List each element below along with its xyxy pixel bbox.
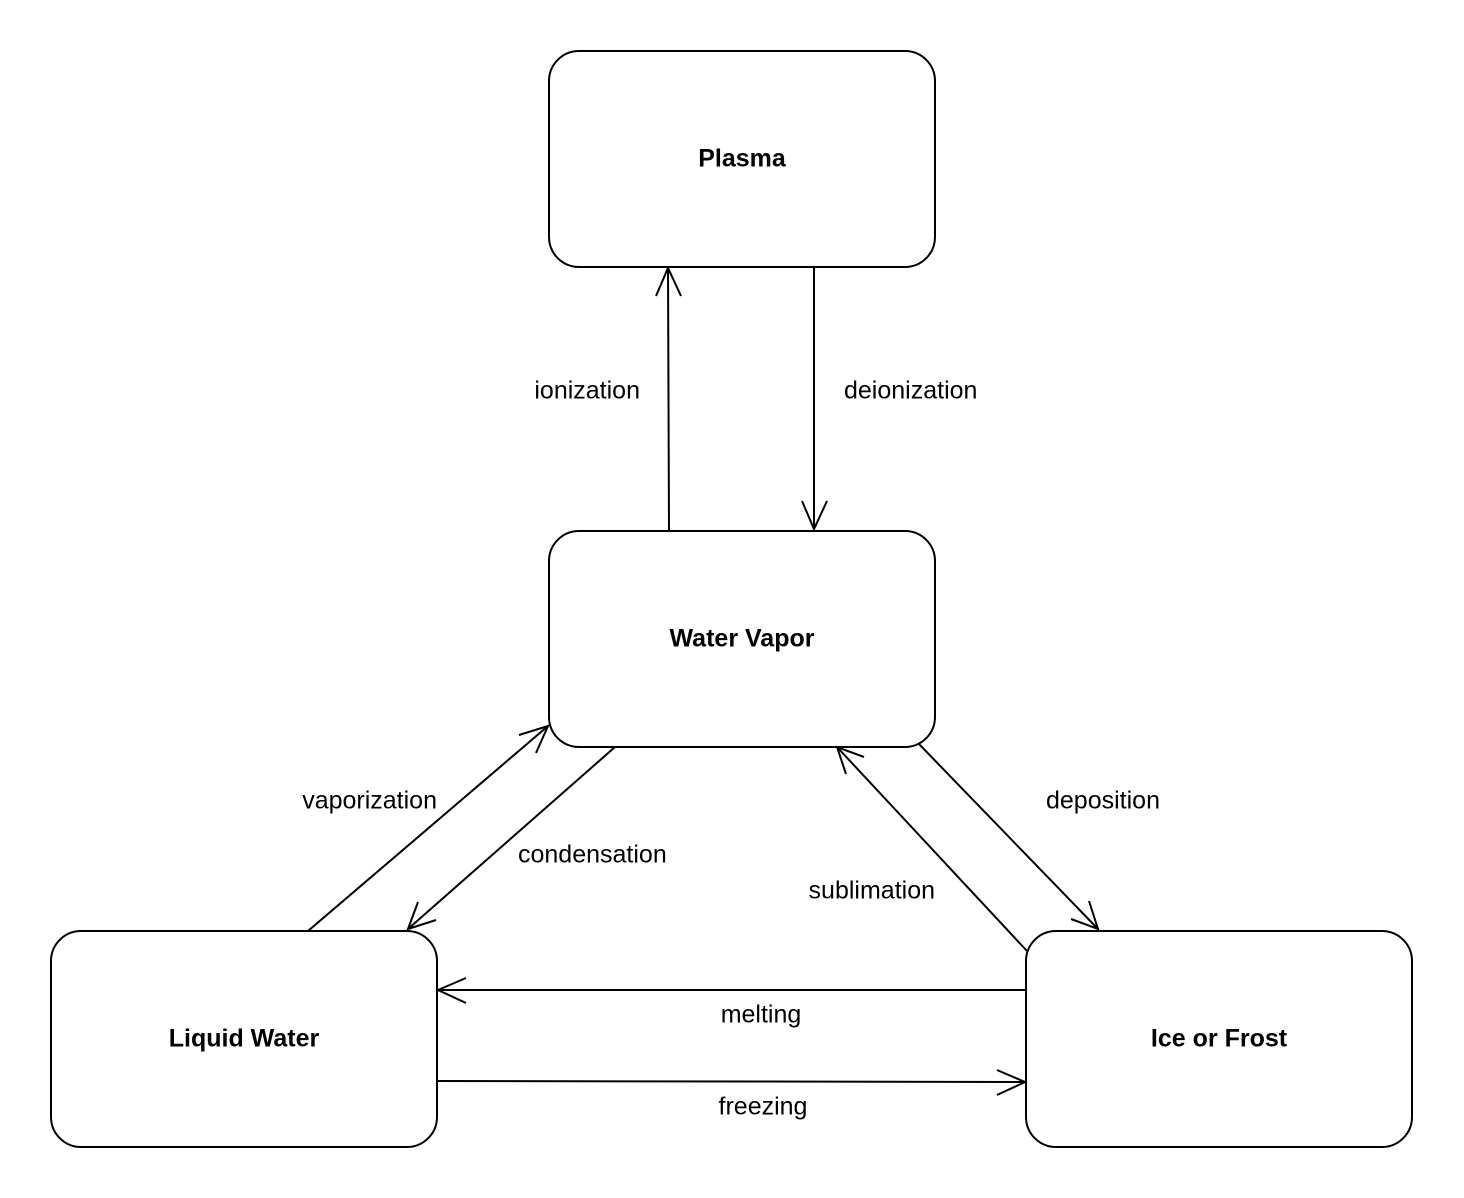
edge-melting-arrowhead [435,977,467,1004]
edge-vaporization[interactable]: vaporization [302,724,550,932]
node-liquid-water-label: Liquid Water [169,1025,320,1053]
edge-sublimation-arrowhead [835,745,865,775]
edge-sublimation-label: sublimation [809,877,935,905]
edge-deionization[interactable]: deionization [801,267,977,532]
edge-vaporization-line [307,725,549,932]
node-water-vapor-box [548,530,936,748]
node-liquid-water[interactable]: Liquid Water [50,930,438,1148]
node-ice-or-frost-label: Ice or Frost [1151,1025,1288,1053]
edge-freezing[interactable]: freezing [436,1069,1028,1121]
edge-melting[interactable]: melting [435,977,1026,1029]
edge-freezing-line [436,1080,1026,1083]
edge-condensation-line [407,746,616,930]
edge-sublimation-line [836,746,1028,952]
edge-ionization-arrowhead [655,265,682,297]
edge-deposition-arrowhead [1070,900,1100,931]
edge-vaporization-arrowhead [518,724,550,754]
edge-vaporization-label: vaporization [302,787,437,815]
edge-ionization-line [667,267,670,532]
edge-ionization-label: ionization [534,377,640,405]
edge-deposition-line [917,742,1099,930]
edge-deionization-arrowhead [801,500,828,532]
edge-deposition[interactable]: deposition [917,742,1160,931]
edge-melting-label: melting [721,1001,802,1029]
edge-condensation[interactable]: condensation [406,746,667,931]
edge-freezing-label: freezing [719,1093,808,1121]
node-water-vapor-label: Water Vapor [670,625,815,653]
node-ice-or-frost[interactable]: Ice or Frost [1025,930,1413,1148]
node-plasma-box [548,50,936,268]
node-plasma[interactable]: Plasma [548,50,936,268]
edge-freezing-arrowhead [996,1069,1028,1096]
node-water-vapor[interactable]: Water Vapor [548,530,936,748]
edge-condensation-label: condensation [518,841,667,869]
node-plasma-label: Plasma [698,145,787,173]
edge-ionization[interactable]: ionization [534,265,682,532]
edge-deposition-label: deposition [1046,787,1160,815]
edge-deionization-label: deionization [844,377,977,405]
edge-sublimation[interactable]: sublimation [809,745,1028,952]
node-liquid-water-box [50,930,438,1148]
edge-condensation-arrowhead [406,901,437,931]
node-ice-or-frost-box [1025,930,1413,1148]
